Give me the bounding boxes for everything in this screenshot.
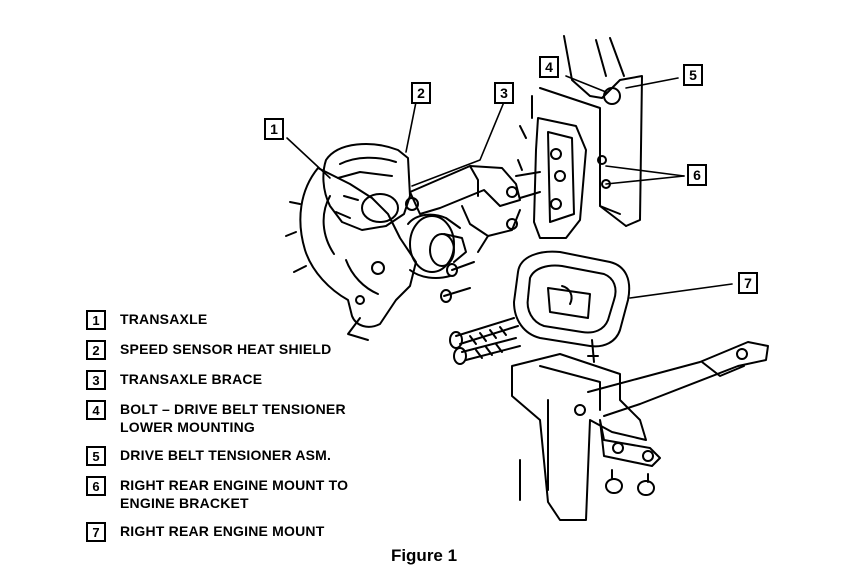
legend-label: SPEED SENSOR HEAT SHIELD (120, 341, 332, 357)
legend-number: 6 (86, 476, 106, 496)
callout-4: 4 (539, 56, 559, 78)
legend-label: BOLT – DRIVE BELT TENSIONER LOWER MOUNTI… (120, 401, 346, 435)
legend-label: TRANSAXLE (120, 311, 208, 327)
output-shaft-drawing (405, 197, 467, 279)
legend-label: DRIVE BELT TENSIONER ASM. (120, 447, 332, 463)
heat-shield-drawing (322, 143, 411, 231)
frame-bracket-drawing (511, 341, 769, 521)
leader-lines (286, 75, 733, 299)
engine-block-drawing (517, 35, 643, 227)
legend-number: 1 (86, 310, 106, 330)
legend-label: RIGHT REAR ENGINE MOUNT (120, 523, 325, 539)
callout-7: 7 (738, 272, 758, 294)
engine-mount-drawing (513, 250, 631, 363)
legend-number: 5 (86, 446, 106, 466)
legend-number: 7 (86, 522, 106, 542)
legend-number: 4 (86, 400, 106, 420)
legend-label: RIGHT REAR ENGINE MOUNT TO ENGINE BRACKE… (120, 477, 349, 511)
legend-number: 3 (86, 370, 106, 390)
transaxle-brace-drawing (409, 165, 521, 253)
callout-1: 1 (264, 118, 284, 140)
callout-3: 3 (494, 82, 514, 104)
figure-caption: Figure 1 (390, 546, 458, 565)
mount-bolts-drawing (440, 261, 521, 365)
callout-6: 6 (687, 164, 707, 186)
callout-5: 5 (683, 64, 703, 86)
legend-label: TRANSAXLE BRACE (120, 371, 263, 387)
legend-number: 2 (86, 340, 106, 360)
callout-2: 2 (411, 82, 431, 104)
engine-bracket-drawing (515, 117, 587, 239)
